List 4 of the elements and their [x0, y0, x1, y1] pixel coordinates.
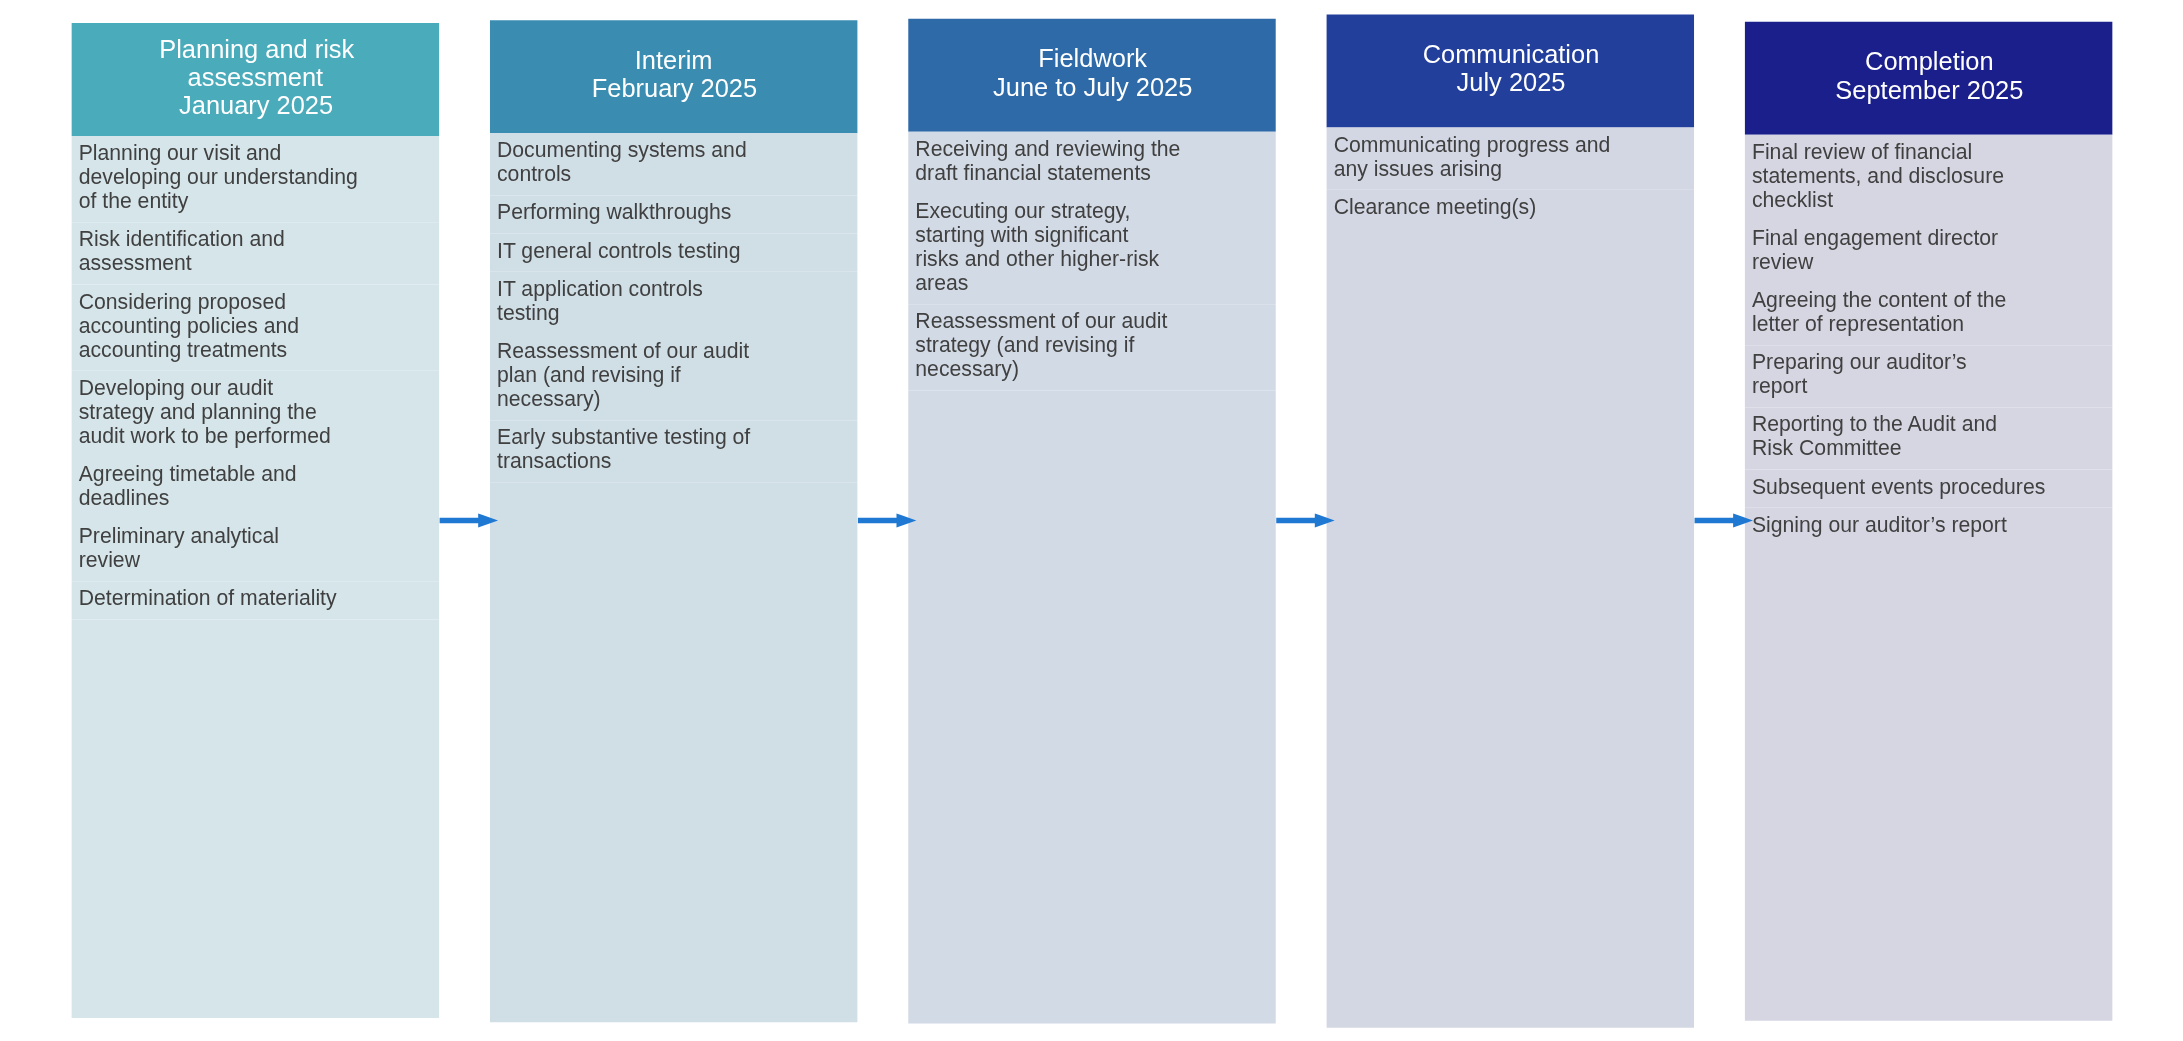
- arrow: [439, 513, 498, 528]
- arrow: [1275, 513, 1335, 528]
- arrow: [1694, 513, 1753, 528]
- arrow: [857, 513, 916, 528]
